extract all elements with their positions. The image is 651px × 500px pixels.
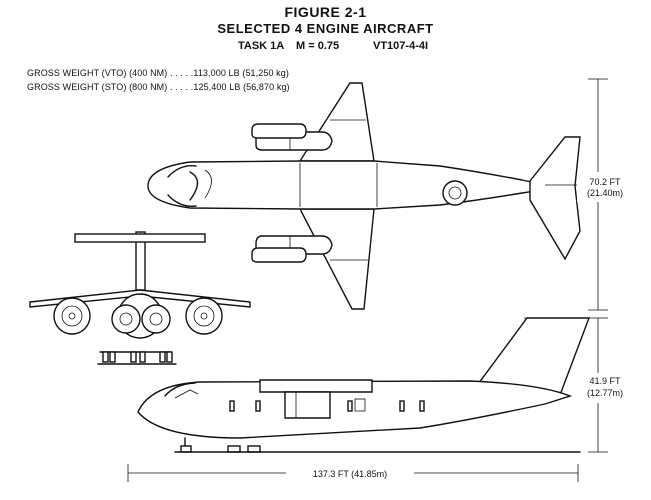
side-landing-gear — [180, 437, 261, 453]
figure-title: FIGURE 2-1 — [284, 4, 367, 20]
task-label: TASK 1A — [238, 40, 285, 52]
mach-label: M = 0.75 — [296, 40, 340, 52]
side-view — [137, 317, 591, 453]
gross-weight-sto: GROSS WEIGHT (STO) (800 NM) . . . . .125… — [27, 82, 290, 92]
plan-tail-engine — [442, 180, 468, 206]
span-label-m: (21.40m) — [587, 188, 623, 198]
gross-weight-vto: GROSS WEIGHT (VTO) (400 NM) . . . . .113… — [27, 68, 289, 78]
config-label: VT107-4-4I — [373, 40, 429, 52]
height-label-ft: 41.9 FT — [589, 376, 621, 386]
plan-horizontal-tail — [529, 136, 581, 261]
span-label-ft: 70.2 FT — [589, 177, 621, 187]
plan-upper-engines — [251, 123, 333, 151]
plan-lower-engines — [251, 235, 333, 263]
height-label-m: (12.77m) — [587, 388, 623, 398]
front-t-tail — [74, 233, 206, 243]
figure-subtitle: SELECTED 4 ENGINE AIRCRAFT — [217, 21, 434, 36]
front-view — [29, 231, 251, 365]
front-engines — [53, 297, 223, 335]
front-landing-gear — [97, 351, 177, 365]
length-label: 137.3 FT (41.85m) — [313, 469, 387, 479]
side-wing-root — [259, 379, 373, 393]
plan-lower-wing — [298, 208, 375, 310]
plan-view — [147, 82, 590, 310]
plan-fuselage — [147, 160, 546, 210]
side-engine-nacelle — [284, 391, 331, 419]
